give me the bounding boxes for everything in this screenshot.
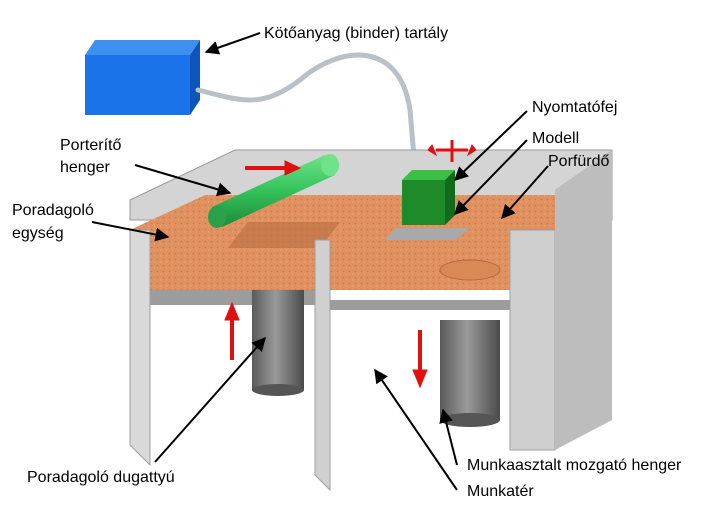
- label-powder-bed: Porfürdő: [548, 153, 609, 170]
- label-feed-unit-line2: egység: [12, 225, 64, 242]
- motion-arrows: [224, 140, 477, 389]
- label-print-head: Nyomtatófej: [532, 99, 617, 116]
- label-feed-unit-line1: Poradagoló: [12, 202, 94, 219]
- build-piston: [440, 320, 500, 427]
- binder-tank: [85, 40, 200, 115]
- feed-piston: [252, 290, 304, 396]
- roller: [208, 154, 339, 228]
- label-roller-line2: henger: [60, 159, 110, 176]
- label-model: Modell: [532, 130, 579, 147]
- leader-lines: [91, 32, 549, 491]
- print-head: [402, 170, 455, 225]
- label-build-chamber: Munkatér: [467, 483, 534, 500]
- binder-hose: [195, 52, 419, 183]
- label-roller-line1: Porterítő: [60, 137, 121, 154]
- label-feed-piston: Poradagoló dugattyú: [27, 469, 175, 486]
- label-build-piston: Munkaasztalt mozgató henger: [467, 457, 682, 474]
- model-part: [385, 228, 501, 281]
- front-walls: [129, 150, 612, 492]
- label-binder-tank: Kötőanyag (binder) tartály: [264, 25, 448, 42]
